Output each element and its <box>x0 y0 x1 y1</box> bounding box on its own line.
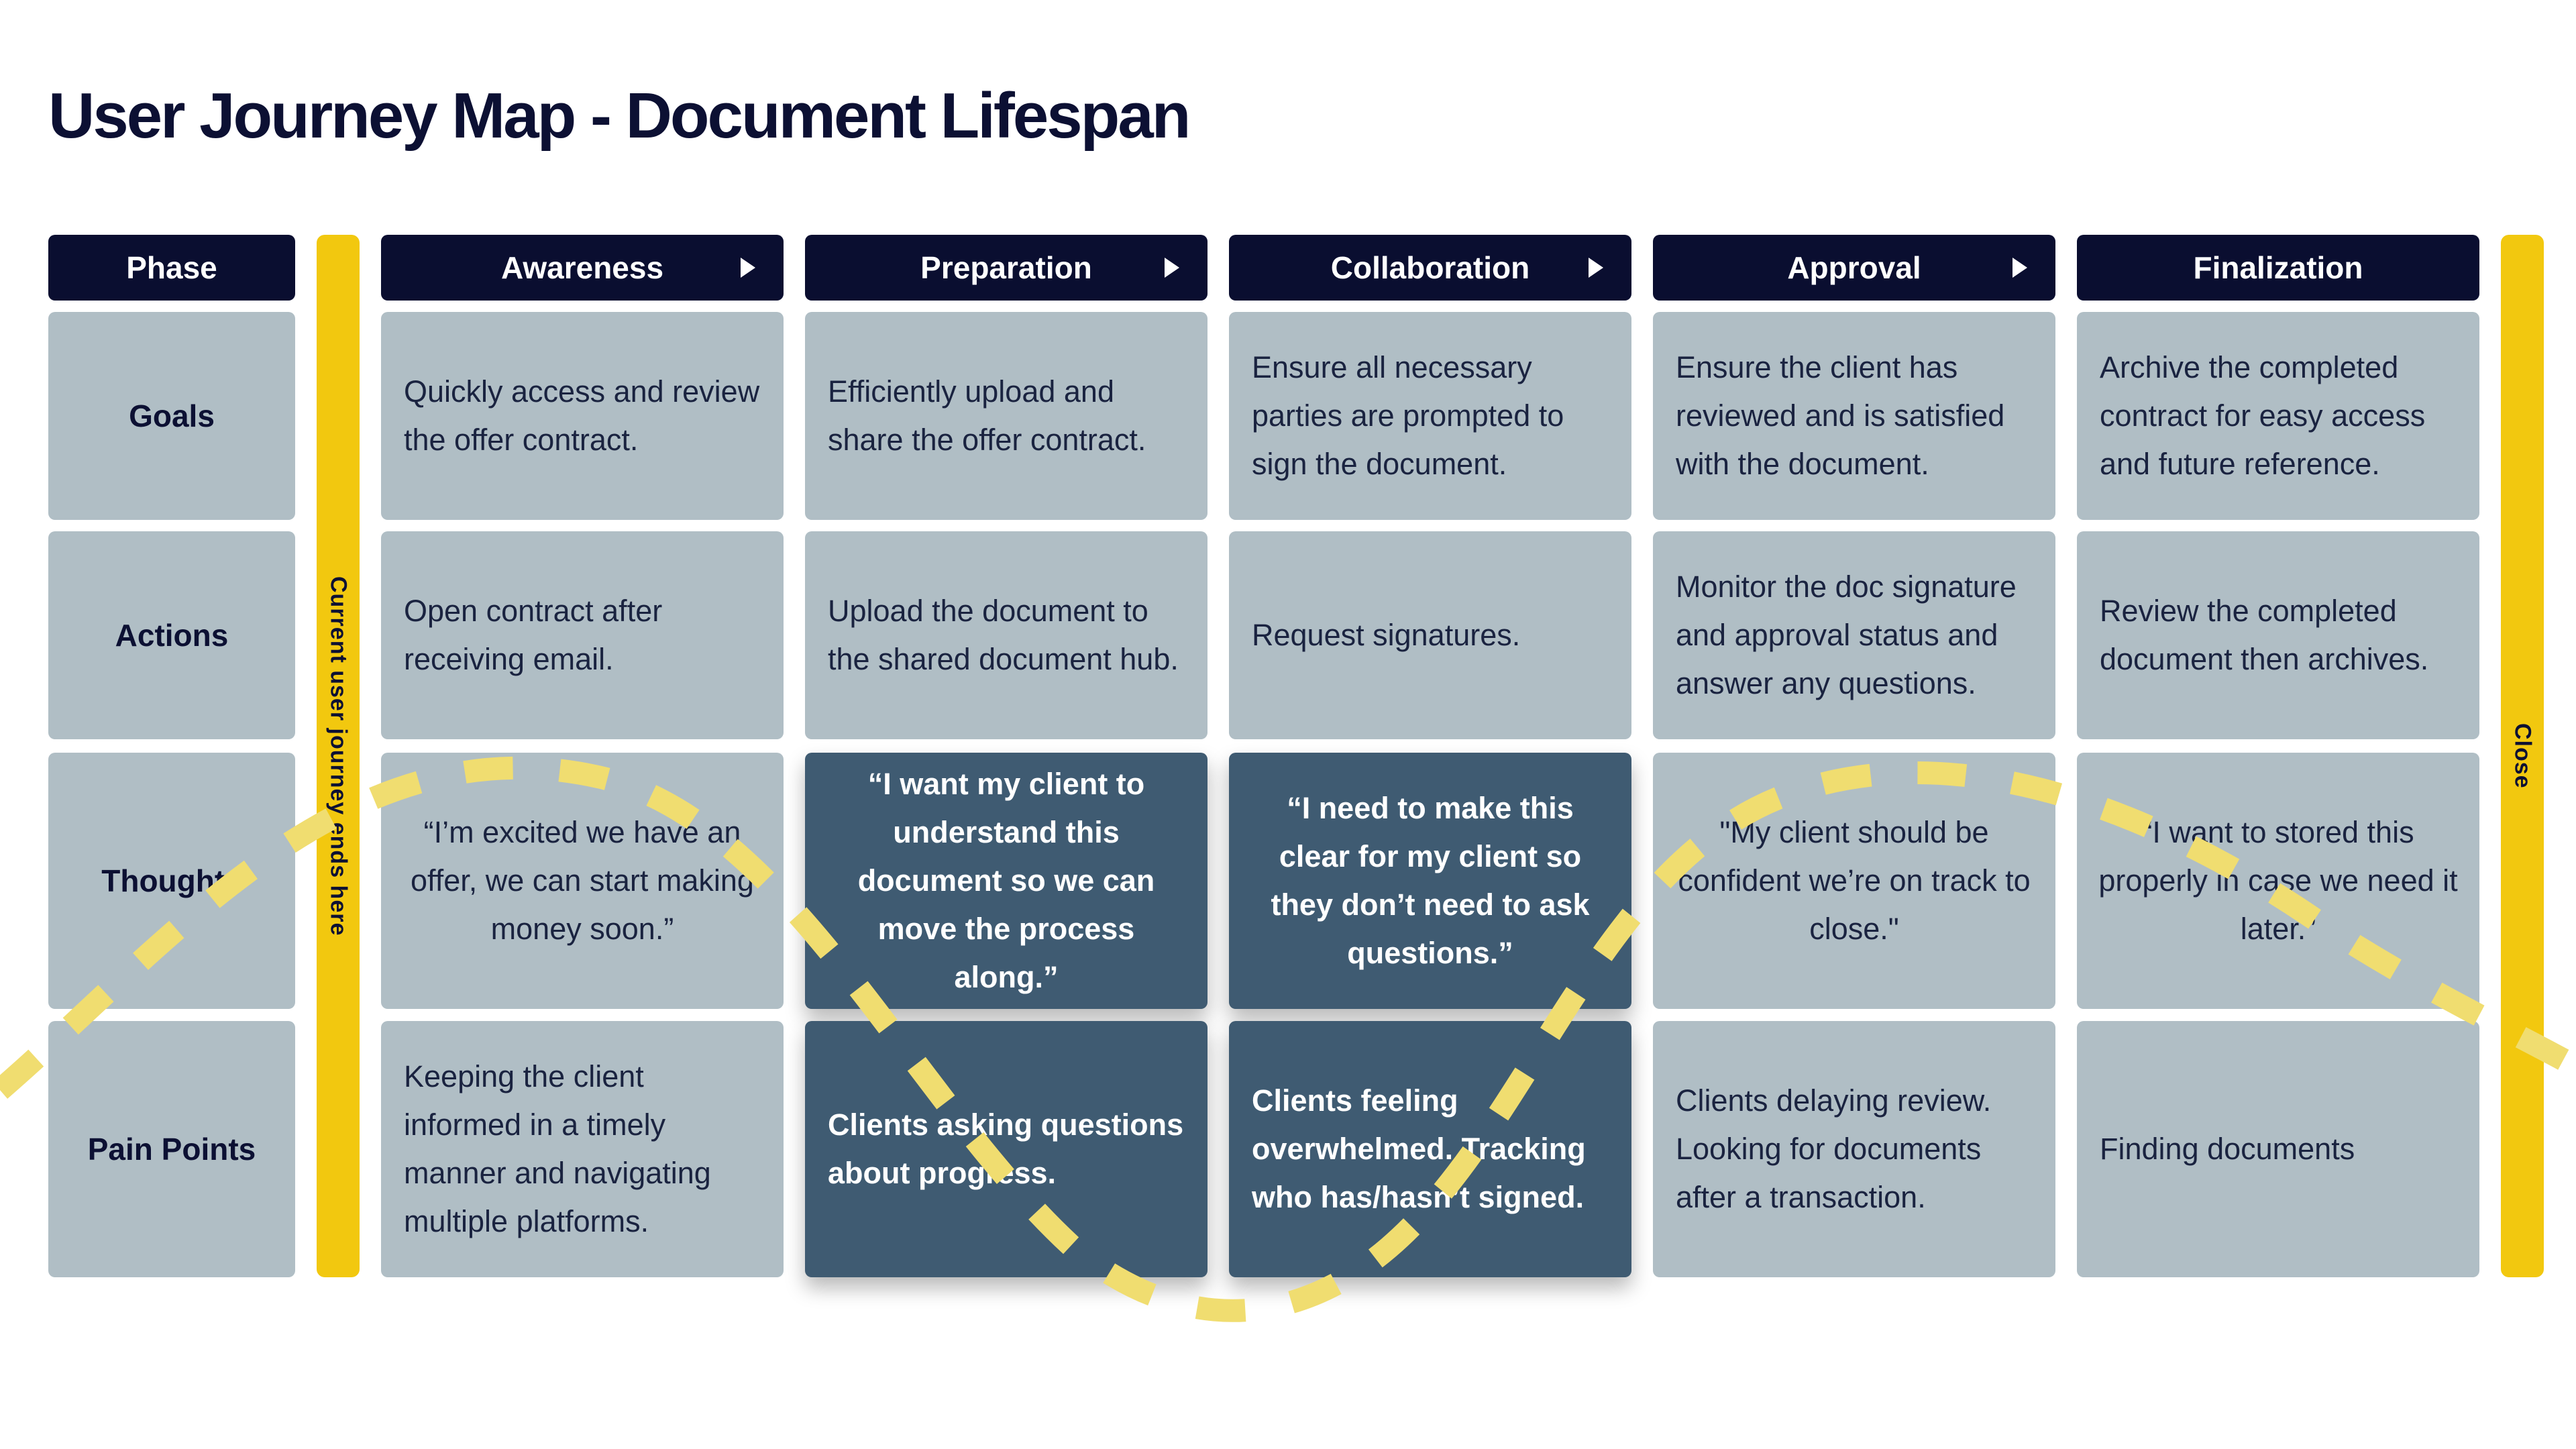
row-label-pain-points: Pain Points <box>48 1021 295 1277</box>
phase-label: Awareness <box>500 250 664 285</box>
action-cell-approval: Monitor the doc signature and approval s… <box>1653 531 2055 739</box>
play-arrow-icon <box>1165 258 1179 278</box>
thought-cell-finalization: “I want to stored this properly in case … <box>2077 753 2479 1009</box>
pain-point-cell-awareness: Keeping the client informed in a timely … <box>381 1021 784 1277</box>
phase-header-label: Phase <box>126 250 217 285</box>
phase-header-finalization[interactable]: Finalization <box>2077 235 2479 301</box>
goal-cell-awareness: Quickly access and review the offer cont… <box>381 312 784 520</box>
pain-point-cell-preparation: Clients asking questions about progress. <box>805 1021 1208 1277</box>
goal-cell-finalization: Archive the completed contract for easy … <box>2077 312 2479 520</box>
action-cell-preparation: Upload the document to the shared docume… <box>805 531 1208 739</box>
play-arrow-icon <box>1589 258 1603 278</box>
page-title: User Journey Map - Document Lifespan <box>48 80 1191 152</box>
row-label-thoughts: Thoughts <box>48 753 295 1009</box>
thought-cell-collaboration: “I need to make this clear for my client… <box>1229 753 1631 1009</box>
action-cell-finalization: Review the completed document then archi… <box>2077 531 2479 739</box>
play-arrow-icon <box>2012 258 2027 278</box>
goal-cell-collaboration: Ensure all necessary parties are prompte… <box>1229 312 1631 520</box>
row-label-goals: Goals <box>48 312 295 520</box>
phase-label: Approval <box>1787 250 1921 285</box>
thought-cell-approval: "My client should be confident we’re on … <box>1653 753 2055 1009</box>
goal-cell-approval: Ensure the client has reviewed and is sa… <box>1653 312 2055 520</box>
action-cell-collaboration: Request signatures. <box>1229 531 1631 739</box>
phase-header-preparation[interactable]: Preparation <box>805 235 1208 301</box>
pain-point-cell-collaboration: Clients feeling overwhelmed. Tracking wh… <box>1229 1021 1631 1277</box>
pain-point-cell-approval: Clients delaying review. Looking for doc… <box>1653 1021 2055 1277</box>
phase-column-header: Phase <box>48 235 295 301</box>
pain-point-cell-finalization: Finding documents <box>2077 1021 2479 1277</box>
phase-label: Collaboration <box>1330 250 1530 285</box>
phase-label: Preparation <box>920 250 1092 285</box>
close-bar: Close <box>2501 235 2544 1277</box>
row-label-actions: Actions <box>48 531 295 739</box>
goal-cell-preparation: Efficiently upload and share the offer c… <box>805 312 1208 520</box>
phase-header-approval[interactable]: Approval <box>1653 235 2055 301</box>
play-arrow-icon <box>741 258 755 278</box>
current-journey-end-bar: Current user journey ends here <box>317 235 360 1277</box>
thought-cell-awareness: “I’m excited we have an offer, we can st… <box>381 753 784 1009</box>
phase-header-awareness[interactable]: Awareness <box>381 235 784 301</box>
phase-label: Finalization <box>2193 250 2363 285</box>
thought-cell-preparation: “I want my client to understand this doc… <box>805 753 1208 1009</box>
close-label: Close <box>2510 723 2536 789</box>
action-cell-awareness: Open contract after receiving email. <box>381 531 784 739</box>
phase-header-collaboration[interactable]: Collaboration <box>1229 235 1631 301</box>
current-journey-end-label: Current user journey ends here <box>325 576 352 936</box>
